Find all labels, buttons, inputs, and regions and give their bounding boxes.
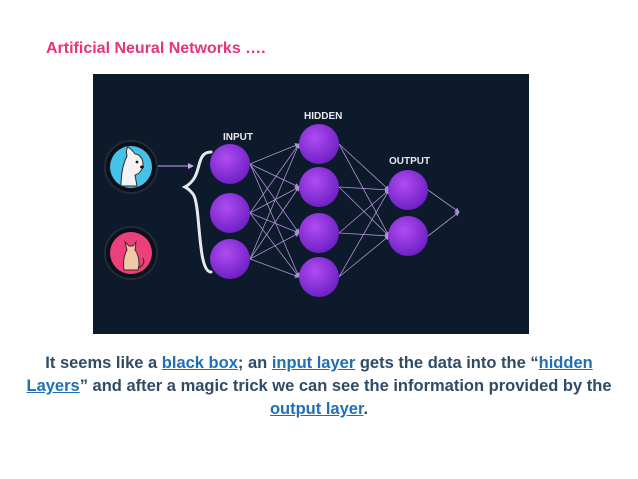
hidden-link[interactable]: hidden [538,354,593,372]
dog-icon [104,140,158,194]
caption-text: ; an [237,354,272,372]
caption-text: ” and after a magic trick we can see the… [79,377,612,395]
input-node [210,239,250,279]
input-node [210,144,250,184]
cat-icon [104,226,158,280]
output-label: OUTPUT [389,156,430,167]
input-label: INPUT [223,132,253,143]
edges-hidden-output [338,143,390,278]
output-node [388,216,428,256]
black-box-link[interactable]: black box [161,354,238,372]
edges-output [427,189,460,237]
hidden-node [299,167,339,207]
input-brace [181,150,213,274]
hidden-layers-link[interactable]: Layers [26,377,80,395]
hidden-node [299,257,339,297]
output-node [388,170,428,210]
hidden-node [299,213,339,253]
neural-network-diagram: INPUT HIDDEN OUTPUT [93,74,529,334]
output-layer-link[interactable]: output layer [269,400,364,418]
input-layer [210,144,250,279]
output-layer [388,170,428,256]
input-layer-link[interactable]: input layer [271,354,356,372]
slide-caption: It seems like a black box; an input laye… [0,352,638,421]
neural-network-svg: INPUT HIDDEN OUTPUT [104,111,460,297]
edges-input-hidden [249,143,300,278]
hidden-label: HIDDEN [304,111,342,122]
slide-title: Artificial Neural Networks …. [46,40,266,57]
caption-text: . [363,400,369,418]
hidden-layer [299,124,339,297]
hidden-node [299,124,339,164]
caption-text: gets the data into the “ [355,354,539,372]
caption-text: It seems like a [45,354,162,372]
input-node [210,193,250,233]
